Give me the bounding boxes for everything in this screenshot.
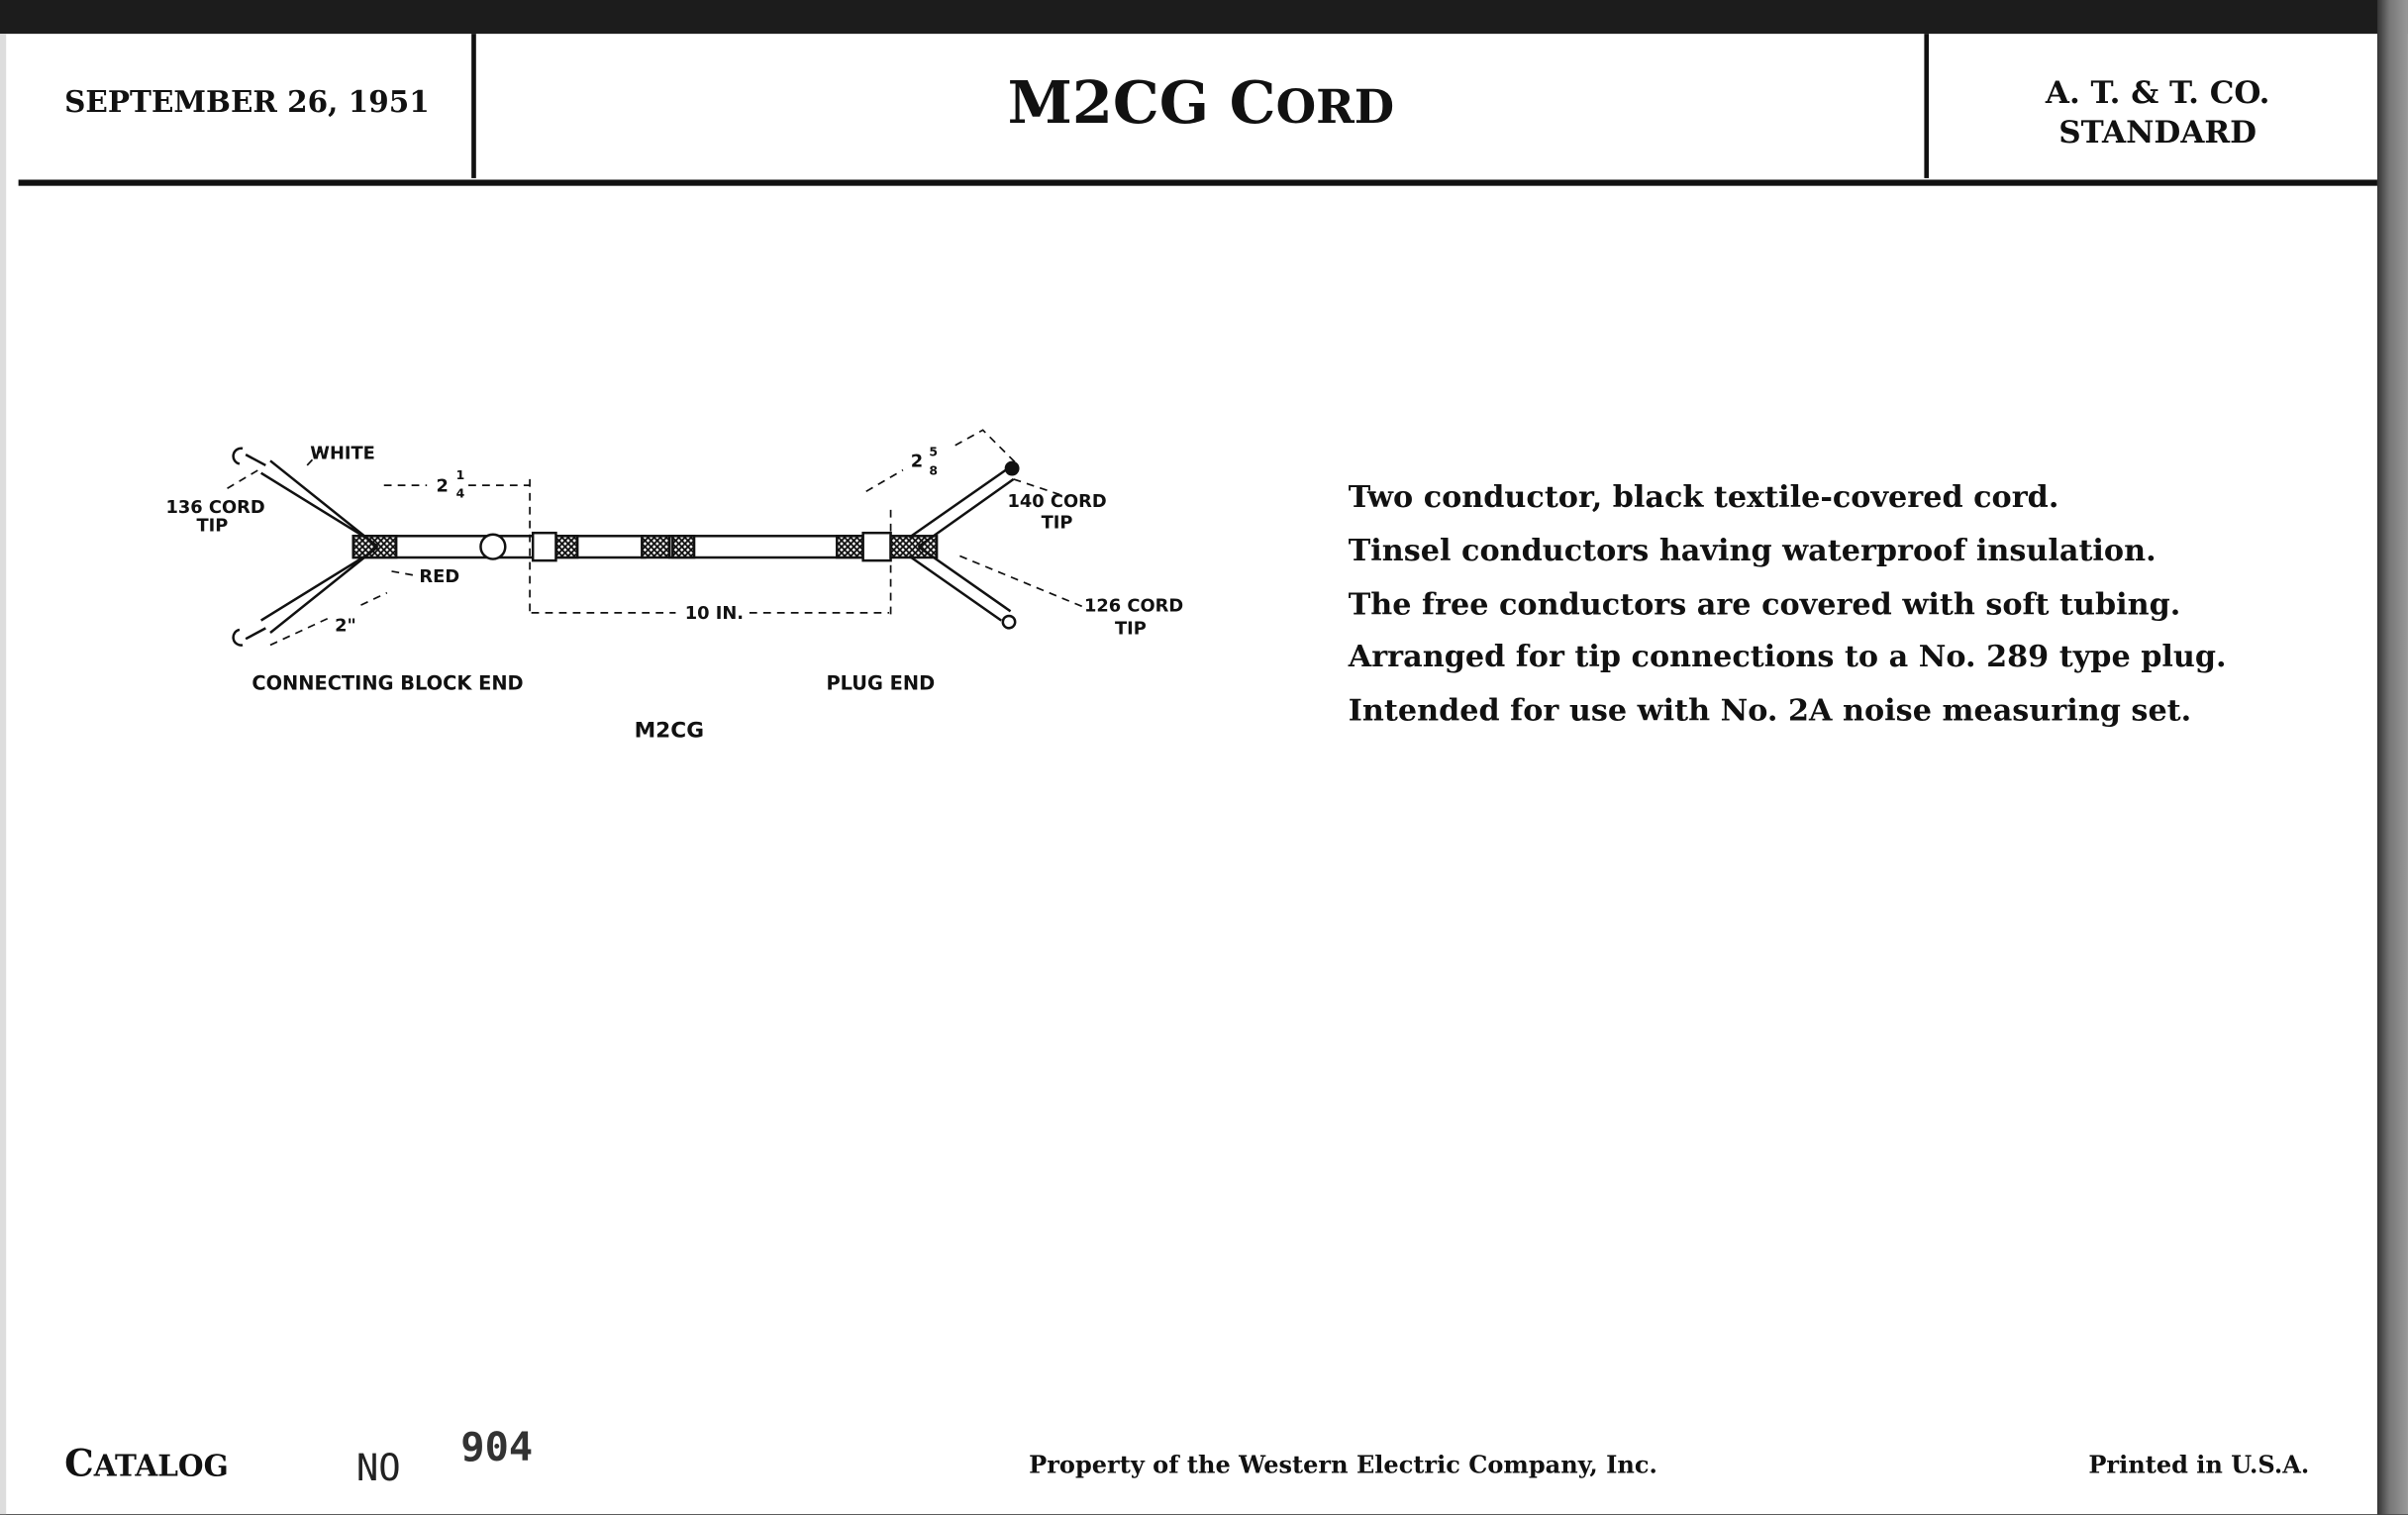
dim-2in: 2" <box>335 615 356 636</box>
title-small-caps: CORD <box>1229 67 1395 138</box>
title-cap-c: C <box>1229 67 1276 138</box>
tip-140 <box>1004 460 1020 476</box>
label-140-tip: TIP <box>1042 513 1073 534</box>
label-140-cord: 140 CORD <box>1007 491 1106 512</box>
title-main: M2CG <box>1007 67 1230 138</box>
branch-126 <box>908 546 1012 622</box>
description-line: The free conductors are covered with sof… <box>1348 585 2181 622</box>
spade-lug-upper <box>232 447 266 467</box>
catalog-cap: C <box>64 1440 94 1485</box>
label-136-cord: 136 CORD <box>166 497 265 518</box>
cord-sleeve <box>531 531 557 562</box>
dim-2-5-8-den: 8 <box>929 462 938 477</box>
dim-2-1-4-whole: 2 <box>436 475 448 496</box>
header-divider-left <box>471 34 476 178</box>
header-rule <box>18 179 2377 186</box>
main-cord-right <box>667 535 864 559</box>
label-red: RED <box>419 566 459 587</box>
diagram-caption: M2CG <box>635 718 704 743</box>
braid-band <box>554 535 579 559</box>
card-title: M2CG CORD <box>476 67 1926 137</box>
standard-label: STANDARD <box>2058 113 2258 151</box>
dim-line-2-5-8 <box>865 429 1018 493</box>
company-standard: A. T. & T. CO. STANDARD <box>1981 72 2335 152</box>
branch-140 <box>908 468 1015 549</box>
braid-band <box>351 535 398 559</box>
leader-lines-right <box>959 478 1083 608</box>
printed-in-notice: Printed in U.S.A. <box>2088 1450 2310 1479</box>
braid-band <box>641 535 671 559</box>
header-divider-right <box>1924 34 1930 178</box>
description-line: Intended for use with No. 2A noise measu… <box>1348 692 2192 729</box>
leader-lines <box>227 445 419 577</box>
card-date: SEPTEMBER 26, 1951 <box>64 85 430 120</box>
label-connecting-block-end: CONNECTING BLOCK END <box>251 671 523 694</box>
catalog-rest: ATALOG <box>93 1450 229 1484</box>
dim-10in: 10 IN. <box>685 603 744 624</box>
scan-top-border <box>0 0 2408 35</box>
cord-description: Two conductor, black textile-covered cor… <box>1349 471 2227 739</box>
catalog-number: 904 <box>460 1425 534 1471</box>
dim-2-5-8-whole: 2 <box>911 452 923 472</box>
label-plug-end: PLUG END <box>826 671 935 694</box>
label-126-cord: 126 CORD <box>1084 595 1183 616</box>
description-line: Tinsel conductors having waterproof insu… <box>1348 532 2157 568</box>
description-line: Arranged for tip connections to a No. 28… <box>1348 639 2227 675</box>
branch-red <box>260 546 379 634</box>
label-white: WHITE <box>310 444 375 464</box>
dim-extension-lines <box>529 478 892 618</box>
dim-line-2in <box>269 591 388 647</box>
spade-lug-lower <box>232 627 266 647</box>
scan-right-border <box>2376 0 2408 1515</box>
plug-sleeve <box>861 531 892 562</box>
company-name: A. T. & T. CO. <box>2045 73 2270 111</box>
branch-white <box>260 459 379 549</box>
property-notice: Property of the Western Electric Company… <box>1029 1450 1657 1479</box>
dim-2-1-4-den: 4 <box>456 486 465 501</box>
braid-band <box>671 535 696 559</box>
dim-2-5-8-num: 5 <box>929 445 938 459</box>
dim-2-1-4-num: 1 <box>456 467 465 482</box>
catalog-label: CATALOG <box>64 1441 229 1485</box>
tip-126 <box>1001 614 1017 630</box>
cord-ring <box>479 533 507 560</box>
label-126-tip: TIP <box>1115 619 1147 640</box>
scan-left-edge <box>0 34 7 1515</box>
catalog-no-label: NO <box>355 1447 401 1490</box>
label-136-tip: TIP <box>197 516 229 537</box>
braid-band <box>836 535 864 559</box>
description-line: Two conductor, black textile-covered cor… <box>1348 478 2059 515</box>
